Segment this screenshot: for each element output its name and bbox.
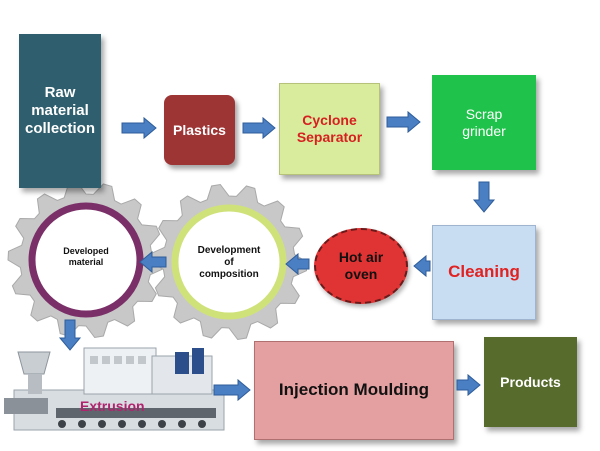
scrap-grinder-label: Scrap grinder [462, 105, 506, 139]
hot-air-oven-circle: Hot air oven [314, 228, 408, 304]
raw-material-collection-box: Raw material collection [19, 34, 101, 188]
arrow-cyclone-to-scrap [386, 110, 421, 134]
arrow-scrap-to-cleaning [472, 181, 496, 213]
products-label: Products [500, 373, 561, 390]
cleaning-label: Cleaning [448, 262, 520, 282]
raw-material-collection-label: Raw material collection [24, 84, 95, 137]
plastics-box: Plastics [164, 95, 235, 165]
arrow-cleaning-to-hotair [413, 254, 431, 278]
injection-moulding-label: Injection Moulding [278, 380, 430, 400]
hot-air-oven-label: Hot air oven [338, 249, 384, 282]
arrow-material-to-extrusion [58, 319, 82, 351]
injection-moulding-box: Injection Moulding [254, 341, 454, 440]
arrow-injection-to-products [456, 373, 481, 397]
extrusion-machine-illustration [4, 347, 225, 431]
development-of-composition-label: Development of composition [197, 245, 261, 280]
arrow-composition-to-material [139, 250, 167, 274]
arrow-hotair-to-composition [285, 252, 310, 276]
extrusion-label: Extrusion [80, 398, 145, 414]
cyclone-separator-label: Cyclone Separator [296, 112, 363, 145]
products-box: Products [484, 337, 577, 427]
gear-icon [7, 181, 165, 339]
cleaning-box: Cleaning [432, 225, 536, 320]
arrow-plastics-to-cyclone [242, 116, 276, 140]
plastics-label: Plastics [173, 121, 226, 138]
scrap-grinder-box: Scrap grinder [432, 75, 536, 170]
cyclone-separator-box: Cyclone Separator [279, 83, 380, 175]
developed-material-label: Developed material [63, 246, 109, 267]
gear-icon [150, 183, 308, 341]
arrow-extrusion-to-injection [213, 378, 251, 402]
arrow-raw-to-plastics [121, 116, 157, 140]
